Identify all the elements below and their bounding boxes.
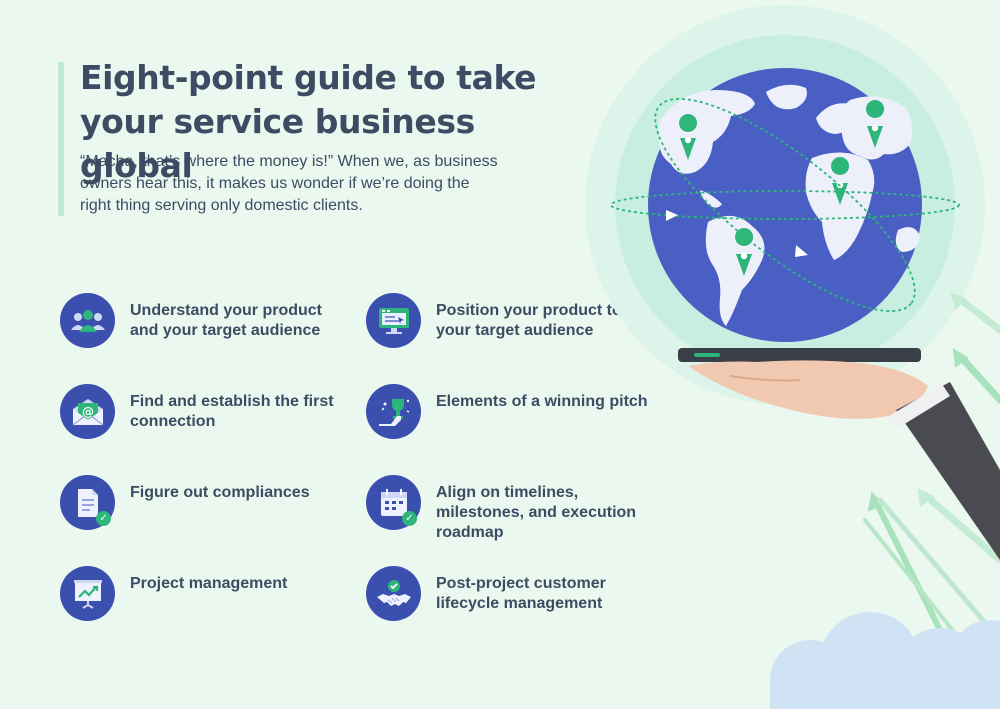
step-label: Project management <box>130 575 288 592</box>
svg-text:@: @ <box>82 405 94 419</box>
step-label: Figure out compliances <box>130 484 310 501</box>
orbit-arrow-icon <box>795 245 808 257</box>
orbit-arrow-icon <box>666 210 678 221</box>
step-label: Understand your product and your target … <box>130 302 323 339</box>
check-icon: ✓ <box>96 511 111 526</box>
step-label: Align on timelines, milestones, and exec… <box>436 484 637 541</box>
hand-icon <box>688 360 1000 560</box>
globe-illustration <box>585 5 1000 709</box>
calendar-check-icon: ✓ <box>366 475 421 530</box>
step-item-8: Post-project customer lifecycle manageme… <box>366 566 656 621</box>
step-label: Post-project customer lifecycle manageme… <box>436 575 606 612</box>
monitor-icon <box>366 293 421 348</box>
step-item-2: Position your product to your target aud… <box>366 293 656 348</box>
globe-icon <box>648 68 922 342</box>
email-icon: @ <box>60 384 115 439</box>
page-title: Eight-point guide to take your service b… <box>80 58 537 185</box>
step-label: Elements of a winning pitch <box>436 393 648 410</box>
document-check-icon: ✓ <box>60 475 115 530</box>
step-item-5: ✓ Figure out compliances <box>60 475 350 530</box>
step-item-4: Elements of a winning pitch <box>366 384 656 439</box>
handshake-icon <box>366 566 421 621</box>
step-item-6: ✓ Align on timelines, milestones, and ex… <box>366 475 656 543</box>
intro-text: “Macha, that’s where the money is!” When… <box>80 153 498 214</box>
trophy-icon <box>366 384 421 439</box>
title-accent-bar <box>58 62 64 216</box>
people-icon <box>60 293 115 348</box>
location-pin-icons <box>679 100 885 276</box>
tablet-icon <box>678 348 921 362</box>
step-label: Find and establish the first connection <box>130 393 334 430</box>
step-item-1: Understand your product and your target … <box>60 293 350 348</box>
step-item-3: @ Find and establish the first connectio… <box>60 384 350 439</box>
presentation-chart-icon <box>60 566 115 621</box>
check-icon: ✓ <box>402 511 417 526</box>
step-label: Position your product to your target aud… <box>436 302 622 339</box>
step-item-7: Project management <box>60 566 350 621</box>
cloud-icon <box>770 612 1000 709</box>
